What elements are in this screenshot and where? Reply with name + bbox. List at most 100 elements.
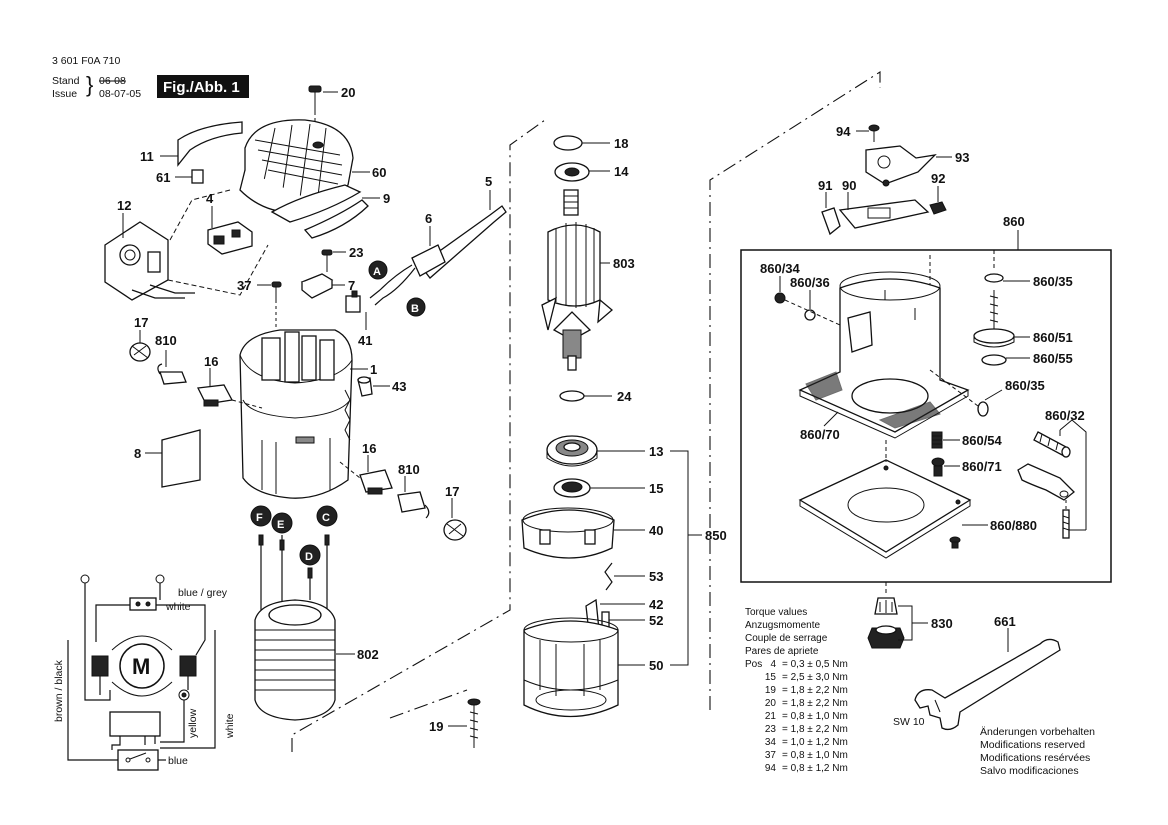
brush-810a [157,363,187,385]
wire-marker-b [406,297,426,317]
screw-94 [868,124,880,142]
torque-table: Torque values Anzugsmomente Couple de se… [745,607,848,774]
callout-16a: 16 [204,354,218,369]
ring-24 [559,390,585,402]
part-number: 3 601 F0A 710 [52,55,120,67]
knob-860-51 [973,290,1015,348]
brush-group-right: 16 810 17 [339,441,467,541]
callout-14: 14 [614,164,629,179]
svg-text:M: M [132,654,150,679]
small-parts-group: 23 7 37 41 [237,245,372,348]
torque-pos: 15 [765,672,777,683]
label-brown-black: brown / black [53,659,65,722]
torque-title-en: Torque values [745,607,807,618]
clamp-plate-90 [838,199,930,229]
svg-text:B: B [411,303,419,315]
brush-810b [397,491,430,519]
housing-cover-group: 20 60 11 61 9 4 [104,85,390,301]
modifications-notice: Änderungen vorbehalten Modifications res… [980,726,1095,777]
callout-9: 9 [383,191,390,206]
label-8 [161,429,201,488]
callout-860-35a: 860/35 [1033,274,1073,289]
torque-value: = 0,8 ± 1,0 Nm [782,711,848,722]
callout-15: 15 [649,481,663,496]
torque-value: = 0,8 ± 1,0 Nm [782,750,848,761]
label-yellow: yellow [187,708,199,738]
torque-pos: 37 [765,750,777,761]
washer-860-35a [984,273,1004,283]
torque-pos: 34 [765,737,777,748]
brush-holder-16a [197,384,263,409]
torque-value: = 1,8 ± 2,2 Nm [782,724,848,735]
callout-860-71: 860/71 [962,459,1002,474]
label-61 [191,169,204,184]
svg-text:A: A [373,266,381,278]
callout-860-54: 860/54 [962,433,1003,448]
callout-810b: 810 [398,462,420,477]
svg-text:Änderungen vorbehalten: Änderungen vorbehalten [980,726,1095,738]
figure-label-box [157,75,249,98]
callout-860-55: 860/55 [1033,351,1073,366]
callout-37: 37 [237,278,251,293]
washer-860-35b [977,401,989,417]
callout-860: 860 [1003,214,1025,229]
center-column: 18 14 803 24 13 [429,135,727,748]
torque-pos: 94 [765,763,777,774]
callout-24: 24 [617,389,632,404]
spring-860-54 [931,431,943,449]
spring-53 [604,562,613,591]
base-housing-860-70 [798,271,970,439]
callout-52: 52 [649,613,663,628]
terminal-41 [345,290,361,313]
cover-9 [270,184,362,223]
callout-92: 92 [931,171,945,186]
base-lock-group: 94 93 91 90 92 [818,124,969,236]
torque-pos: 4 [770,659,776,670]
callout-41: 41 [358,333,372,348]
electronics-module [109,711,161,737]
nut-15 [553,478,591,498]
callout-850: 850 [705,528,727,543]
callout-19: 19 [429,719,443,734]
lever-860-32b [1017,463,1075,501]
callout-860-34: 860/34 [760,261,801,276]
label-white-side: white [224,713,236,739]
cover-plate-11 [177,121,243,167]
callout-860-70: 860/70 [800,427,840,442]
wrench-661 [914,638,1061,731]
label-blue-grey: blue / grey [178,587,228,599]
torque-pos: 19 [765,685,777,696]
torque-rows: 4 = 0,3 ± 0,5 Nm 15 = 2,5 ± 3,0 Nm 19 = … [765,659,848,774]
callout-90: 90 [842,178,856,193]
callout-53: 53 [649,569,663,584]
callout-13: 13 [649,444,663,459]
torque-value: = 0,3 ± 0,5 Nm [782,659,848,670]
svg-text:Salvo modificaciones: Salvo modificaciones [980,765,1079,777]
torque-pos: 23 [765,724,777,735]
stator-wiring: F E C D [250,505,338,610]
base-assembly-860: 860 860/70 860/34 860/36 860/35 [740,214,1112,583]
brush-holder-16b [339,461,393,495]
callout-17b: 17 [445,484,459,499]
assembly-box-860 [740,249,1112,583]
callout-802: 802 [357,647,379,662]
wire-marker-c [316,505,338,527]
torque-pos-label: Pos [745,659,762,670]
screw-860-34 [774,292,786,304]
callout-12: 12 [117,198,131,213]
callout-7: 7 [348,278,355,293]
switch-4 [207,221,253,255]
callout-860-35b: 860/35 [1005,378,1045,393]
pin-860-32 [1033,431,1071,458]
brush-right-symbol [179,655,197,677]
bearing-13 [546,435,598,467]
callout-803: 803 [613,256,635,271]
callout-810a: 810 [155,333,177,348]
capacitor [129,597,157,611]
callout-43: 43 [392,379,406,394]
callout-18: 18 [614,136,628,151]
issue-label: Issue [52,88,77,100]
torque-value: = 2,5 ± 3,0 Nm [782,672,848,683]
torque-value: = 1,8 ± 2,2 Nm [782,698,848,709]
